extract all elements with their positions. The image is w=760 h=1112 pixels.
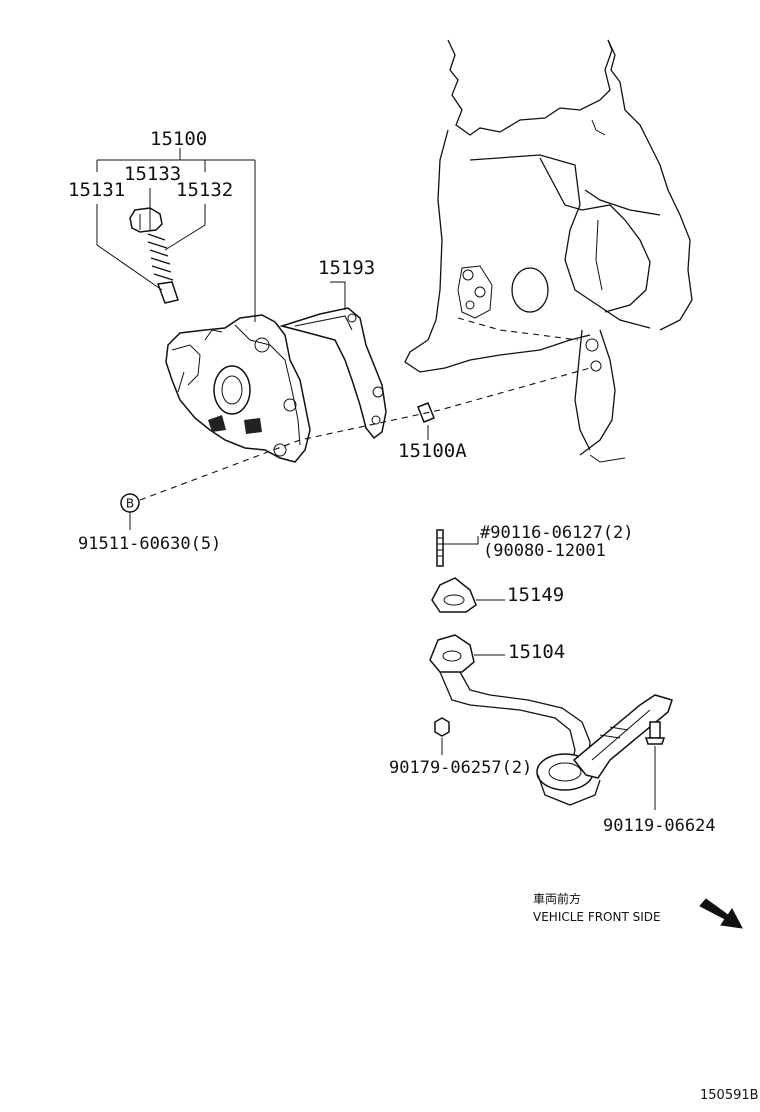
- label-bolt-b: 91511-60630(5): [78, 534, 221, 554]
- direction-japanese: 車両前方: [533, 891, 581, 906]
- strainer-nut: [434, 717, 450, 755]
- label-nut: 90179-06257(2): [389, 758, 532, 778]
- stud-bolt: [436, 529, 479, 567]
- label-15149: 15149: [507, 584, 564, 606]
- label-15104: 15104: [508, 641, 565, 663]
- arrow-down-right-icon: [699, 898, 743, 929]
- label-15100A: 15100A: [398, 440, 467, 462]
- label-bolt: 90119-06624: [603, 816, 716, 836]
- label-stud-1: #90116-06127(2): [480, 523, 634, 543]
- strainer-gasket: [431, 577, 505, 613]
- direction-english: VEHICLE FRONT SIDE: [533, 910, 661, 924]
- top-leader-lines: [96, 148, 429, 440]
- label-stud-2: (90080-12001: [483, 541, 606, 561]
- vehicle-front-note: 車両前方 VEHICLE FRONT SIDE: [533, 891, 743, 929]
- bolt-b-marker: B: [120, 493, 140, 530]
- relief-valve-parts: [129, 207, 179, 304]
- drawing-code: 150591B: [700, 1088, 759, 1103]
- label-15133: 15133: [124, 163, 181, 185]
- oil-strainer: [429, 634, 673, 806]
- label-15131: 15131: [68, 179, 125, 201]
- label-15100: 15100: [150, 128, 207, 150]
- oil-pump-assembly: [165, 314, 311, 463]
- oil-pump-gasket: [279, 307, 387, 440]
- label-15132: 15132: [176, 179, 233, 201]
- label-15193: 15193: [318, 257, 375, 279]
- bracket-bolt: [644, 721, 666, 810]
- engine-block-outline: [404, 39, 693, 463]
- b-marker-letter: B: [126, 497, 134, 511]
- bolt-alignment-line: [139, 367, 591, 501]
